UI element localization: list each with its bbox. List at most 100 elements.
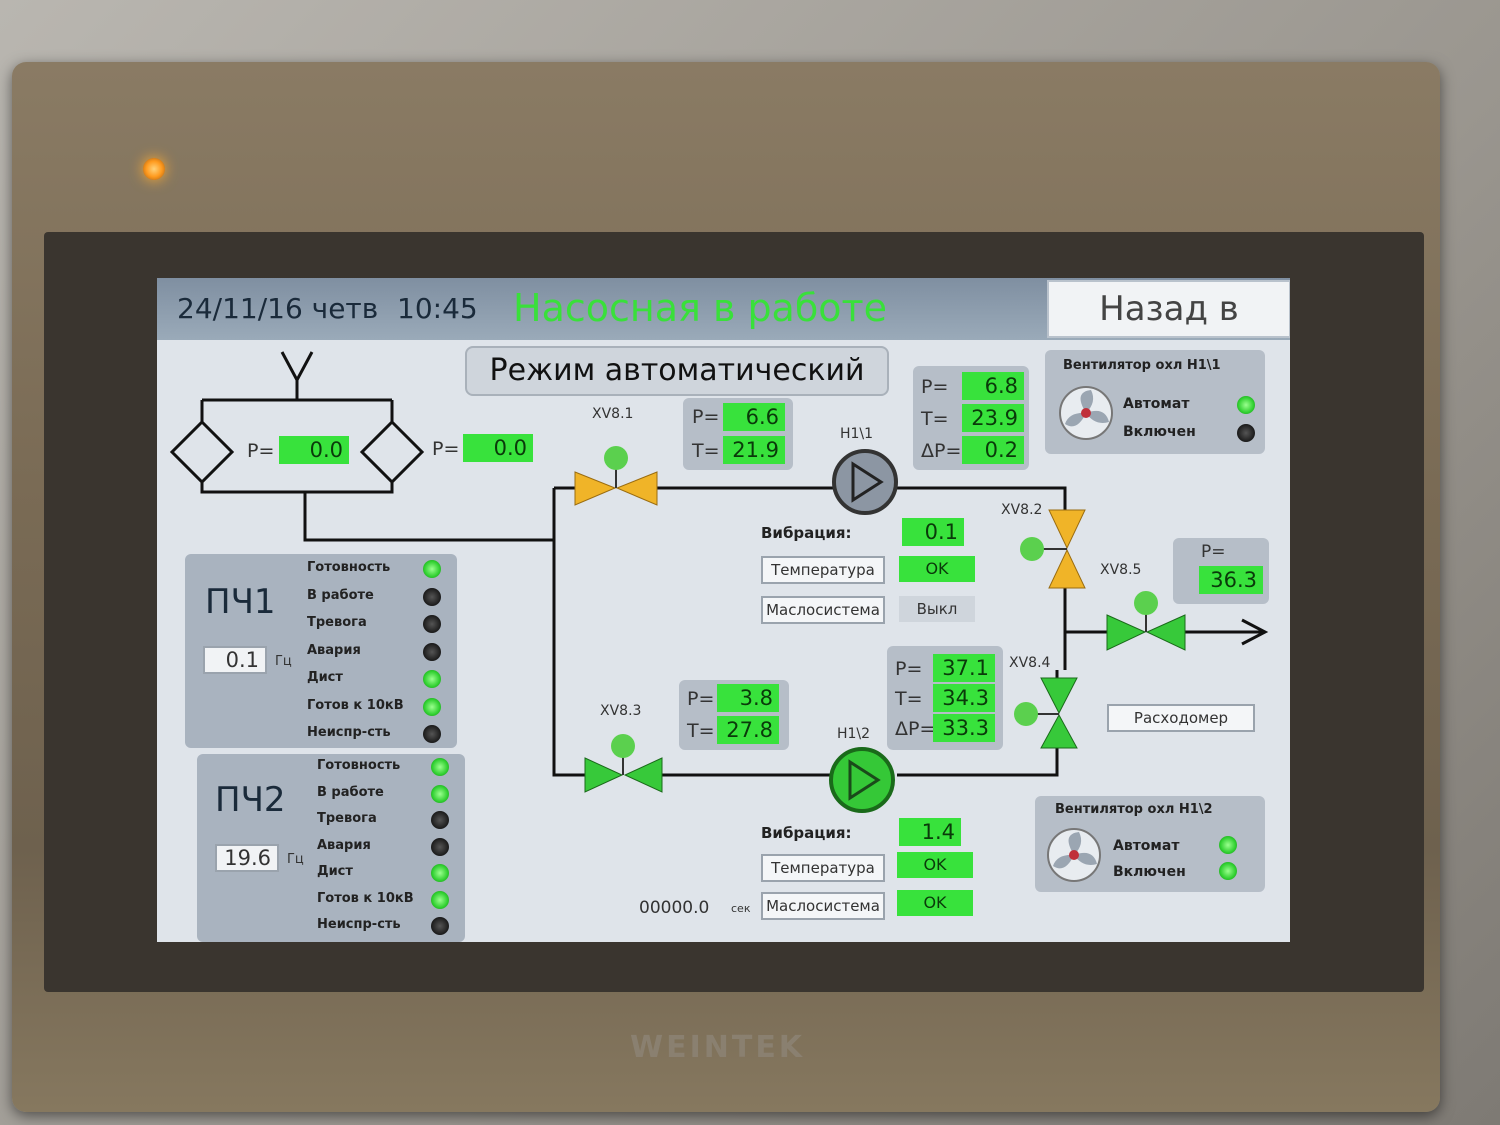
pump-1-temperature-status: OK xyxy=(899,556,975,582)
vfd2-status-lamp xyxy=(431,890,449,909)
power-led xyxy=(143,158,165,180)
pump-2-inlet-t-label: T= xyxy=(687,720,715,742)
pump-1-inlet-pressure: 6.6 xyxy=(723,403,785,431)
pump-2-temperature-button[interactable]: Температура xyxy=(761,854,885,882)
pump-1-inlet-t-label: T= xyxy=(692,440,720,462)
pump-1-icon xyxy=(832,449,898,515)
vfd2-status-lamp xyxy=(431,864,449,882)
vfd2-status-label: Дист xyxy=(317,864,353,879)
vfd2-status-label: Готов к 10кВ xyxy=(317,890,414,906)
fan-1-title: Вентилятор охл Н1\1 xyxy=(1063,358,1221,373)
vfd2-status-label: В работе xyxy=(317,784,384,800)
vfd1-status-lamp xyxy=(423,615,441,633)
pump-2-label: Н1\2 xyxy=(837,726,871,742)
pump-1-oil-system-button[interactable]: Маслосистема xyxy=(761,596,885,624)
pump-2-counter: 00000.0 xyxy=(639,898,710,918)
brand-logo: WEINTEK xyxy=(630,1030,806,1065)
outlet-pressure: 36.3 xyxy=(1199,566,1263,594)
pump-2-outlet-dp: 33.3 xyxy=(933,714,995,742)
vfd1-status-label: Авария xyxy=(307,642,361,658)
vfd2-status-label: Авария xyxy=(317,837,371,853)
fan-2-icon xyxy=(1047,828,1101,882)
pump-2-oil-system-status: OK xyxy=(897,890,973,916)
pump-1-inlet-temp: 21.9 xyxy=(723,436,785,464)
valve-xv83-icon xyxy=(584,734,663,793)
filter-1-pressure: 0.0 xyxy=(279,436,349,464)
vfd2-status-label: Тревога xyxy=(317,811,377,826)
vfd2-status-lamp xyxy=(431,811,449,829)
outlet-p-label: P= xyxy=(1201,542,1226,562)
piping-diagram xyxy=(169,351,1269,813)
pump-1-outlet-dp-label: ΔP= xyxy=(921,440,962,462)
vfd1-status-lamp xyxy=(423,560,441,578)
valve-xv85-icon xyxy=(1106,591,1186,651)
pump-2-vibration-label: Вибрация: xyxy=(761,824,852,842)
vfd-2-freq-unit: Гц xyxy=(287,852,304,867)
vfd1-status-lamp xyxy=(423,670,441,688)
pump-1-temperature-button[interactable]: Температура xyxy=(761,556,885,584)
fan-1-auto-lamp xyxy=(1237,396,1255,414)
vfd2-status-lamp xyxy=(431,784,449,803)
pump-2-icon xyxy=(829,747,895,813)
vfd1-status-lamp xyxy=(423,587,441,606)
vfd1-status-label: Дист xyxy=(307,670,343,685)
vfd-1-frequency: 0.1 xyxy=(203,646,267,674)
pump-2-outlet-p-label: P= xyxy=(895,658,923,680)
valve-xv84-label: XV8.4 xyxy=(1009,655,1051,671)
pump-2-outlet-temp: 34.3 xyxy=(933,684,995,712)
fan-2-auto-label: Автомат xyxy=(1113,838,1180,854)
fan-1-on-label: Включен xyxy=(1123,424,1196,440)
pump-1-outlet-dp: 0.2 xyxy=(962,436,1024,464)
vfd1-status-lamp xyxy=(423,697,441,716)
vfd2-status-label: Готовность xyxy=(317,758,401,773)
fan-1-on-lamp xyxy=(1237,424,1255,442)
pump-2-vibration: 1.4 xyxy=(899,818,961,846)
pump-1-oil-system-status: Выкл xyxy=(899,596,975,622)
pump-2-counter-unit: сек xyxy=(731,902,751,915)
valve-xv81-label: XV8.1 xyxy=(592,406,634,422)
vfd1-status-label: Готов к 10кВ xyxy=(307,697,404,713)
fan-2-auto-lamp xyxy=(1219,836,1237,854)
vfd1-status-label: Тревога xyxy=(307,615,367,630)
pump-2-outlet-t-label: T= xyxy=(895,688,923,710)
pump-1-label: Н1\1 xyxy=(840,426,874,442)
pump-2-inlet-temp: 27.8 xyxy=(717,716,779,744)
filter-2-p-label: P= xyxy=(432,438,460,460)
vfd2-status-lamp xyxy=(431,917,449,935)
valve-xv83-label: XV8.3 xyxy=(600,703,642,719)
pump-1-inlet-p-label: P= xyxy=(692,406,720,428)
vfd2-status-lamp xyxy=(431,758,449,776)
vfd-2-frequency: 19.6 xyxy=(215,844,279,872)
vfd1-status-label: Неиспр-сть xyxy=(307,725,391,740)
flowmeter-button[interactable]: Расходомер xyxy=(1107,704,1255,732)
filter-2-icon xyxy=(359,419,425,485)
valve-xv81-icon xyxy=(574,446,658,506)
filter-1-p-label: P= xyxy=(247,440,275,462)
top-bar: 24/11/16 четв 10:45 Насосная в работе На… xyxy=(157,278,1290,383)
hmi-screen: 24/11/16 четв 10:45 Насосная в работе На… xyxy=(157,278,1290,942)
vfd1-status-lamp xyxy=(423,642,441,661)
valve-xv82-label: XV8.2 xyxy=(1001,502,1043,518)
mode-indicator: Режим автоматический xyxy=(465,346,889,396)
pump-1-outlet-p-label: P= xyxy=(921,376,949,398)
time-text: 10:45 xyxy=(397,292,478,325)
date-text: 24/11/16 четв xyxy=(177,292,379,325)
pump-2-inlet-pressure: 3.8 xyxy=(717,684,779,712)
valve-xv82-icon xyxy=(1020,509,1086,589)
vfd-1-freq-unit: Гц xyxy=(275,654,292,669)
back-to-menu-button[interactable]: Назад в меню xyxy=(1047,280,1290,383)
vfd-1-title: ПЧ1 xyxy=(205,582,276,622)
filter-2-pressure: 0.0 xyxy=(463,434,533,462)
pump-2-oil-system-button[interactable]: Маслосистема xyxy=(761,892,885,920)
vfd1-status-label: Готовность xyxy=(307,560,391,575)
vfd1-status-lamp xyxy=(423,725,441,743)
filter-1-icon xyxy=(169,419,235,485)
fan-1-auto-label: Автомат xyxy=(1123,396,1190,412)
fan-1-icon xyxy=(1059,386,1113,440)
pump-2-inlet-p-label: P= xyxy=(687,688,715,710)
pump-1-outlet-temp: 23.9 xyxy=(962,404,1024,432)
valve-xv85-label: XV8.5 xyxy=(1100,562,1142,578)
vfd2-status-label: Неиспр-сть xyxy=(317,917,401,932)
pump-1-vibration: 0.1 xyxy=(902,518,964,546)
fan-2-title: Вентилятор охл Н1\2 xyxy=(1055,802,1213,817)
